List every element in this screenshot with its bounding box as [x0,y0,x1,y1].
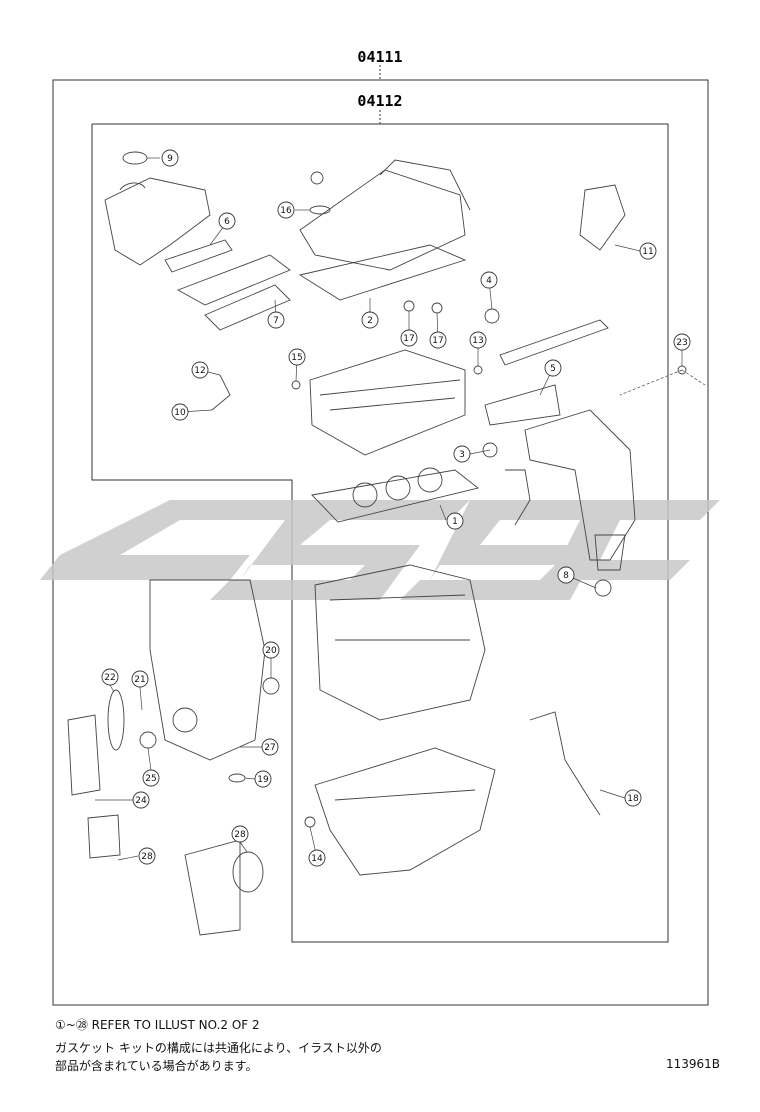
jp-note-line-1: ガスケット キットの構成には共通化により、イラスト以外の [55,1041,382,1055]
svg-text:3: 3 [459,450,465,460]
callout-25: 25 [142,769,160,787]
svg-text:17: 17 [432,336,443,346]
callout-9: 9 [161,149,179,167]
svg-text:13: 13 [472,336,483,346]
callout-20: 20 [262,641,280,659]
svg-text:7: 7 [273,316,279,326]
svg-text:17: 17 [403,334,414,344]
callout-24: 24 [132,791,150,809]
frame-inner [91,110,669,943]
callout-14: 14 [308,849,326,867]
outer-assembly-code: 04111 [357,48,402,66]
callout-27: 27 [261,738,279,756]
svg-text:15: 15 [291,353,302,363]
illustration-id: 113961B [666,1057,721,1071]
svg-text:20: 20 [265,646,277,656]
callout-19: 19 [254,770,272,788]
svg-text:6: 6 [224,217,230,227]
watermark-logo [40,500,720,600]
svg-text:28: 28 [141,852,153,862]
jp-note-line-2: 部品が含まれている場合があります。 [55,1059,258,1073]
svg-text:2: 2 [367,316,373,326]
callout-5: 5 [544,359,562,377]
svg-text:10: 10 [174,408,186,418]
callout-3: 3 [453,445,471,463]
svg-text:25: 25 [145,774,156,784]
inner-assembly-code: 04112 [357,92,402,110]
frame-outer [52,65,709,1006]
callout-21: 21 [131,670,149,688]
svg-text:23: 23 [676,338,687,348]
callout-11: 11 [639,242,657,260]
callout-23: 23 [673,333,691,351]
svg-text:21: 21 [134,675,145,685]
svg-text:27: 27 [264,743,275,753]
svg-text:14: 14 [311,854,323,864]
callout-4: 4 [480,271,498,289]
callout-12: 12 [191,361,209,379]
callout-markers: 1 2 3 4 5 6 7 8 9 10 11 12 13 14 15 16 1… [101,149,691,867]
callout-7: 7 [267,311,285,329]
svg-text:18: 18 [627,794,639,804]
callout-15: 15 [288,348,306,366]
callout-28a: 28 [231,825,249,843]
callout-1: 1 [446,512,464,530]
svg-text:9: 9 [167,154,173,164]
refer-note: ①~㉘ REFER TO ILLUST NO.2 OF 2 [55,1018,260,1032]
callout-17a: 17 [400,329,418,347]
callout-17b: 17 [429,331,447,349]
svg-text:19: 19 [257,775,269,785]
callout-8: 8 [557,566,575,584]
svg-text:12: 12 [194,366,205,376]
svg-text:5: 5 [550,364,556,374]
svg-text:22: 22 [104,673,115,683]
callout-2: 2 [361,311,379,329]
callout-10: 10 [171,403,189,421]
callout-13: 13 [469,331,487,349]
svg-text:8: 8 [563,571,569,581]
callout-6: 6 [218,212,236,230]
callout-28b: 28 [138,847,156,865]
svg-text:4: 4 [486,276,492,286]
callout-16: 16 [277,201,295,219]
svg-text:16: 16 [280,206,292,216]
callout-22: 22 [101,668,119,686]
svg-text:11: 11 [642,247,653,257]
part-drawings [67,151,687,936]
svg-text:1: 1 [452,517,458,527]
svg-text:28: 28 [234,830,246,840]
svg-text:24: 24 [135,796,147,806]
callout-18: 18 [624,789,642,807]
